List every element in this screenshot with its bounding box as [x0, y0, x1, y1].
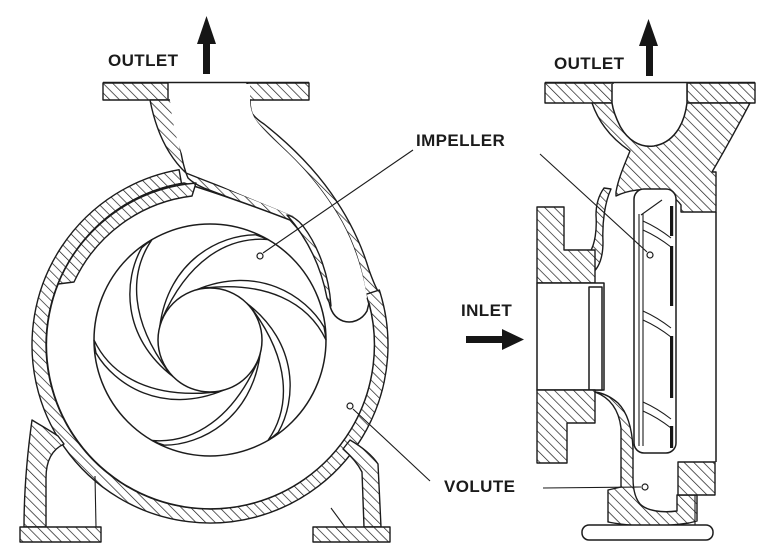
front-outlet-passage: [170, 84, 367, 324]
side-base-pad: [581, 524, 714, 541]
impeller-leader-side: [539, 153, 648, 253]
front-right-foot-line: [330, 507, 346, 528]
side-view: [536, 81, 756, 541]
side-impeller-blade-section: [642, 310, 672, 338]
front-flange-right-wing: [246, 82, 310, 101]
up-arrow-icon: [639, 19, 658, 76]
front-view: [19, 81, 391, 543]
outlet-label-front: OUTLET: [108, 51, 179, 70]
side-impeller-rim-edge: [670, 206, 674, 236]
annotations: [197, 16, 658, 491]
outlet-label-side: OUTLET: [554, 54, 625, 73]
volute-leader-dot-front: [346, 402, 354, 410]
volute-leader-dot-side: [641, 483, 649, 491]
impeller-leader-dot-side: [646, 251, 654, 259]
up-arrow-icon: [197, 16, 216, 74]
side-casing-lower-block: [677, 461, 716, 496]
impeller-leader-dot-front: [256, 252, 264, 260]
impeller-label: IMPELLER: [416, 131, 506, 150]
front-impeller: [93, 209, 327, 471]
side-impeller-blade-section: [642, 401, 672, 429]
side-outlet-throat: [611, 84, 688, 147]
front-spiral-wall: [57, 182, 197, 285]
volute-label: VOLUTE: [444, 477, 516, 496]
side-impeller-blade-edge: [640, 199, 663, 216]
side-flange-left-wing: [544, 82, 614, 104]
side-volute-wall: [594, 391, 698, 527]
inlet-label: INLET: [461, 301, 513, 320]
front-right-foot: [342, 439, 382, 528]
side-impeller-rim-edge: [670, 426, 674, 448]
side-impeller: [633, 188, 677, 454]
front-right-foot-pad: [312, 526, 391, 543]
front-left-foot-line: [94, 475, 97, 528]
volute-leader-side: [542, 486, 642, 489]
front-flange-left-wing: [102, 82, 169, 101]
side-impeller-rim-edge: [670, 246, 674, 306]
front-left-foot: [23, 419, 65, 528]
volute-leader-front: [352, 408, 431, 482]
side-impeller-shroud: [633, 188, 677, 454]
side-wear-ring: [588, 286, 603, 391]
front-left-foot-pad: [19, 526, 102, 543]
side-impeller-blade-section: [642, 220, 672, 248]
front-volute-tongue: [286, 214, 332, 307]
side-inlet-flange-lower: [536, 389, 596, 464]
side-inlet-flange-upper: [536, 206, 596, 284]
impeller-eye-circle: [157, 287, 263, 393]
impeller-leader-front: [262, 149, 414, 254]
side-flange-right-wing: [686, 82, 756, 104]
right-arrow-icon: [466, 329, 524, 350]
side-impeller-rim-edge: [670, 336, 674, 398]
